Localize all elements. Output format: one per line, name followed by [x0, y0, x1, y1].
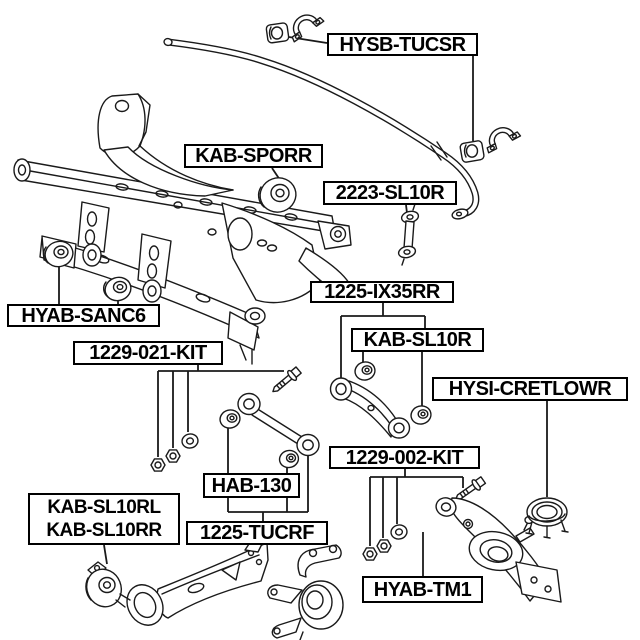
upper-arm — [329, 377, 411, 439]
part-label-hyab-sanc6: HYAB-SANC6 — [7, 304, 160, 327]
part-label-hysi-cretlowr: HYSI-CRETLOWR — [432, 377, 628, 401]
part-label-kab-sl10rr-line: KAB-SL10RR — [46, 520, 162, 541]
stabilizer-bracket-right — [486, 127, 522, 154]
stabilizer-bracket-left — [291, 14, 325, 43]
kit-021-hardware — [150, 366, 302, 472]
part-label-hab-130: HAB-130 — [203, 473, 300, 498]
upper-arm-bushings — [354, 361, 432, 425]
part-label-kab-sl10rl-rr: KAB-SL10RL KAB-SL10RR — [28, 493, 180, 545]
lateral-link — [237, 392, 320, 457]
subframe-arm-bushing — [257, 177, 297, 213]
part-label-1229-002-kit: 1229-002-KIT — [329, 446, 480, 469]
part-label-hysb-tucsr: HYSB-TUCSR — [327, 33, 478, 56]
knuckle-hub — [267, 544, 344, 640]
part-label-1225-ix35rr: 1225-IX35RR — [310, 281, 454, 303]
trailing-arm — [126, 531, 269, 626]
kit-002-hardware — [362, 476, 487, 561]
part-label-kab-sl10r: KAB-SL10R — [351, 328, 484, 352]
part-label-hyab-tm1: HYAB-TM1 — [362, 576, 483, 603]
part-label-kab-sporr: KAB-SPORR — [184, 144, 323, 168]
stabilizer-bushing-right — [459, 140, 485, 163]
spring-lower-seat — [525, 497, 569, 539]
stabilizer-bushing-left — [265, 22, 290, 44]
part-label-2223-sl10r: 2223-SL10R — [323, 181, 457, 205]
part-label-1225-tucrf: 1225-TUCRF — [186, 521, 328, 545]
lateral-link-bushings — [219, 409, 300, 469]
crossmember-bushings — [42, 240, 132, 302]
stabilizer-bar — [163, 37, 480, 220]
part-label-1229-021-kit: 1229-021-KIT — [73, 341, 223, 365]
stabilizer-link — [397, 203, 420, 266]
part-label-kab-sl10rl-line: KAB-SL10RL — [47, 497, 161, 518]
trailing-arm-bushing — [85, 561, 131, 608]
